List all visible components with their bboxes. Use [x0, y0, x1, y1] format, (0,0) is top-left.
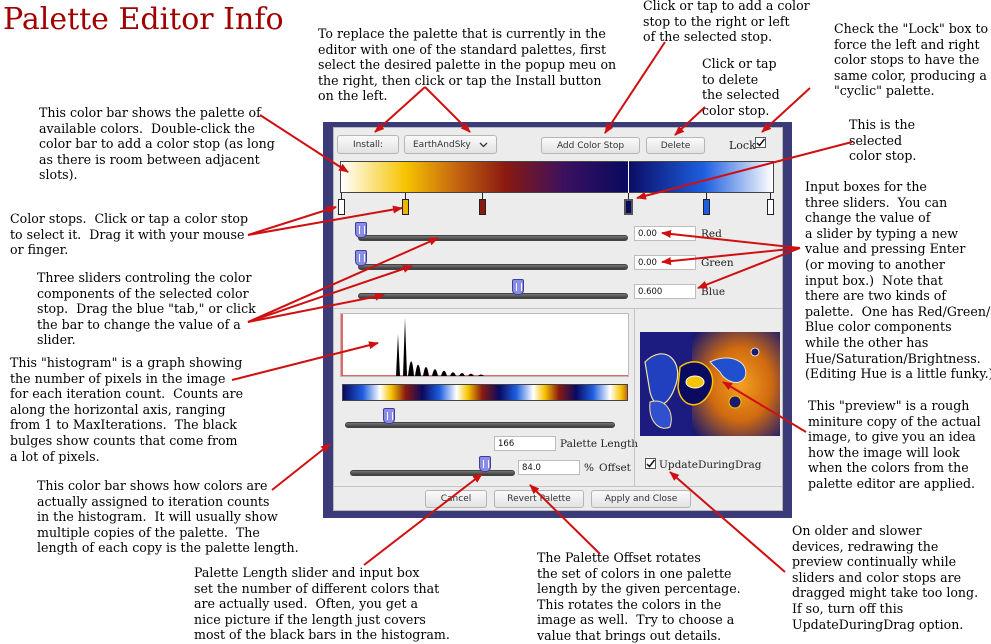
palette-select-value: EarthAndSky — [413, 139, 471, 150]
note-input-boxes: Input boxes for the three sliders. You c… — [805, 179, 991, 382]
revert-palette-button[interactable]: Revert Palette — [494, 490, 584, 508]
note-delete-stop: Click or tap to delete the selected colo… — [702, 56, 780, 118]
note-replace-palette: To replace the palette that is currently… — [318, 26, 617, 104]
blue-slider-track[interactable] — [358, 293, 628, 299]
offset-slider-tab[interactable] — [479, 456, 491, 472]
note-palette-offset: The Palette Offset rotates the set of co… — [537, 550, 741, 643]
checkmark-icon — [646, 459, 656, 468]
offset-input[interactable]: 84.0 — [518, 460, 580, 475]
color-stop[interactable] — [767, 199, 774, 215]
note-selected-stop: This is the selected color stop. — [849, 117, 917, 164]
offset-percent-sign: % — [584, 462, 594, 474]
color-stop-stem — [482, 193, 483, 200]
offset-slider-track[interactable] — [350, 470, 515, 476]
cancel-button[interactable]: Cancel — [425, 490, 487, 508]
note-sliders: Three sliders controling the color compo… — [37, 270, 256, 348]
palette-length-input[interactable]: 166 — [494, 436, 556, 451]
install-button[interactable]: Install: — [337, 135, 399, 154]
note-palette-length: Palette Length slider and input box set … — [194, 565, 450, 643]
note-preview: This "preview" is a rough miniture copy … — [808, 398, 981, 491]
red-input[interactable]: 0.00 — [634, 226, 696, 241]
green-label: Green — [701, 257, 734, 269]
checkmark-icon — [756, 138, 766, 147]
color-stop[interactable] — [479, 199, 486, 215]
color-stop[interactable] — [703, 199, 710, 215]
palette-color-bar[interactable] — [340, 161, 774, 193]
note-update-during-drag: On older and slower devices, redrawing t… — [792, 523, 979, 632]
color-stop-stem — [405, 193, 406, 200]
divider — [334, 308, 782, 309]
red-slider-track[interactable] — [358, 235, 628, 241]
blue-slider-tab[interactable] — [512, 279, 524, 295]
color-stop[interactable] — [402, 199, 409, 215]
palette-length-label: Palette Length — [560, 438, 639, 450]
blue-label: Blue — [701, 286, 726, 298]
histogram — [340, 313, 629, 377]
palette-length-slider-track[interactable] — [345, 422, 615, 428]
vertical-divider — [634, 309, 635, 486]
update-during-drag-checkbox[interactable] — [645, 458, 656, 469]
assigned-color-bar — [342, 384, 628, 401]
chevron-down-icon — [479, 142, 488, 148]
note-color-stops: Color stops. Click or tap a color stop t… — [10, 211, 249, 258]
color-stop-selected[interactable] — [624, 199, 633, 215]
note-color-bar: This color bar shows the palette of avai… — [39, 105, 275, 183]
lock-checkbox[interactable] — [755, 137, 766, 148]
note-add-stop: Click or tap to add a color stop to the … — [643, 0, 810, 45]
note-lock: Check the "Lock" box to force the left a… — [834, 21, 989, 99]
color-stop[interactable] — [338, 199, 345, 215]
apply-and-close-button[interactable]: Apply and Close — [591, 490, 691, 508]
bottom-divider — [334, 486, 782, 487]
update-during-drag-label: UpdateDuringDrag — [659, 459, 762, 471]
red-slider-tab[interactable] — [355, 222, 367, 238]
color-stop-stem — [628, 193, 629, 200]
red-label: Red — [701, 228, 722, 240]
green-input[interactable]: 0.00 — [634, 255, 696, 270]
delete-button[interactable]: Delete — [646, 137, 705, 154]
note-histogram: This "histogram" is a graph showing the … — [10, 355, 244, 464]
blue-input[interactable]: 0.600 — [634, 284, 696, 299]
offset-label: Offset — [599, 462, 631, 474]
palette-select[interactable]: EarthAndSky — [404, 135, 497, 154]
palette-length-slider-tab[interactable] — [383, 408, 395, 424]
page-title: Palette Editor Info — [3, 2, 284, 37]
green-slider-track[interactable] — [358, 264, 628, 270]
add-color-stop-button[interactable]: Add Color Stop — [541, 137, 640, 154]
color-stop-stem — [341, 193, 342, 200]
green-slider-tab[interactable] — [355, 250, 367, 266]
selected-stop-marker-line — [628, 161, 629, 193]
preview-image — [640, 332, 780, 436]
note-assigned-bar: This color bar shows how colors are actu… — [37, 478, 299, 556]
lock-label: Lock — [729, 139, 756, 152]
